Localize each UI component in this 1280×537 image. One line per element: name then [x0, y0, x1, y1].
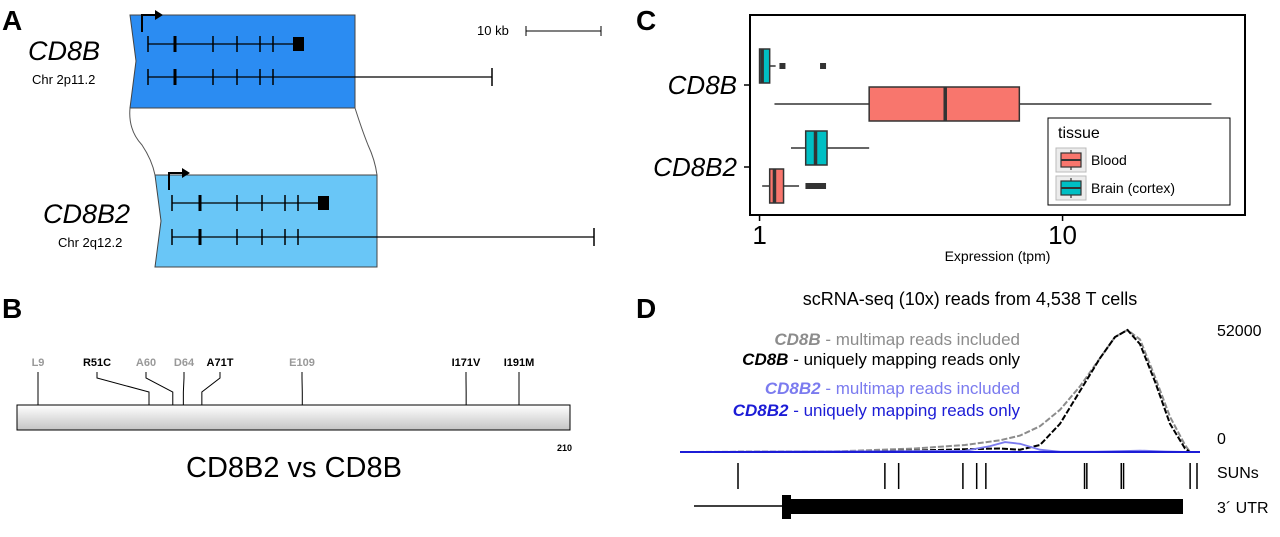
legend-entry-label: Blood: [1091, 152, 1127, 168]
protein-length-label: 210: [557, 443, 572, 453]
variant-leader-line: [182, 372, 185, 405]
cd8b-tss-arrowhead-icon: [155, 10, 163, 20]
outlier-point: [779, 63, 786, 69]
panel-label-b: B: [2, 293, 22, 324]
y-tick-label: CD8B2: [653, 152, 737, 182]
cd8b-segdup-block: [129, 14, 356, 109]
utr-bar: [789, 499, 1183, 514]
legend-entry: CD8B2 - multimap reads included: [765, 379, 1020, 398]
y-tick-label: CD8B: [668, 70, 737, 100]
x-axis-label: Expression (tpm): [945, 248, 1051, 264]
cd8b2-tss-arrow-icon: [168, 172, 184, 190]
cd8b2-transcript-1-terminal-exon: [318, 196, 329, 210]
panel-label-c: C: [636, 5, 656, 36]
legend-entry: CD8B - multimap reads included: [774, 330, 1020, 349]
variant-label: I191M: [504, 357, 535, 369]
utr-track-label: 3´ UTR: [1217, 500, 1269, 517]
legend-gene-name: CD8B: [774, 330, 820, 349]
variant-label: D64: [174, 357, 195, 369]
cd8b2-gene-name: CD8B2: [43, 199, 130, 229]
cd8b-transcript-1-terminal-exon: [293, 37, 304, 51]
coverage-line: [689, 441, 1191, 453]
legend-entry-label: Brain (cortex): [1091, 180, 1175, 196]
variant-label: I171V: [452, 357, 481, 369]
y-tick-label-zero: 0: [1217, 431, 1226, 448]
suns-track-label: SUNs: [1217, 465, 1259, 482]
legend-entry: CD8B - uniquely mapping reads only: [742, 350, 1020, 369]
box: [768, 168, 785, 204]
panel-d-coverage: scRNA-seq (10x) reads from 4,538 T cells…: [680, 289, 1269, 519]
cd8b2-chr-location: Chr 2q12.2: [58, 235, 122, 250]
cd8b-tss-arrow-icon: [141, 14, 157, 32]
cd8b2-segdup-block: [154, 174, 378, 268]
outlier-point: [820, 183, 827, 189]
utr-start-marker: [782, 495, 791, 519]
panel-label-d: D: [636, 293, 656, 324]
variant-label: R51C: [83, 357, 111, 369]
legend-description: - multimap reads included: [821, 379, 1020, 398]
legend-gene-name: CD8B2: [733, 401, 789, 420]
outlier-point: [820, 63, 827, 69]
outlier-point: [805, 183, 812, 189]
variant-leader-line: [201, 372, 221, 405]
legend-description: - uniquely mapping reads only: [788, 401, 1020, 420]
outlier-point: [815, 183, 822, 189]
chart-title: scRNA-seq (10x) reads from 4,538 T cells: [803, 289, 1137, 309]
y-tick-label-max: 52000: [1217, 323, 1262, 340]
scale-bar-label: 10 kb: [477, 23, 509, 38]
cd8b-chr-location: Chr 2p11.2: [32, 72, 95, 87]
legend-entry: CD8B2 - uniquely mapping reads only: [733, 401, 1021, 420]
legend-gene-name: CD8B: [742, 350, 788, 369]
homology-connector-right: [354, 107, 378, 176]
legend-gene-name: CD8B2: [765, 379, 821, 398]
variant-leader-line: [96, 372, 150, 405]
variant-label: L9: [32, 357, 45, 369]
x-tick-label: 1: [752, 220, 766, 250]
box: [758, 48, 771, 84]
legend-description: - uniquely mapping reads only: [788, 350, 1020, 369]
variant-label: A60: [136, 357, 156, 369]
x-tick-label: 10: [1048, 220, 1077, 250]
cd8b-gene-name: CD8B: [28, 36, 100, 66]
variant-leader-line: [145, 372, 174, 405]
variant-label: E109: [289, 357, 315, 369]
protein-bar: [16, 404, 571, 431]
homology-connector-left: [129, 107, 156, 176]
coverage-line: [689, 328, 1191, 453]
legend-title: tissue: [1058, 125, 1100, 142]
legend-description: - multimap reads included: [821, 330, 1020, 349]
variant-label: A71T: [207, 357, 234, 369]
outlier-point: [809, 183, 816, 189]
coverage-line: [689, 328, 1191, 453]
cd8b2-tss-arrowhead-icon: [182, 168, 190, 178]
panel-b-title: CD8B2 vs CD8B: [186, 452, 402, 484]
panel-label-a: A: [2, 5, 22, 36]
